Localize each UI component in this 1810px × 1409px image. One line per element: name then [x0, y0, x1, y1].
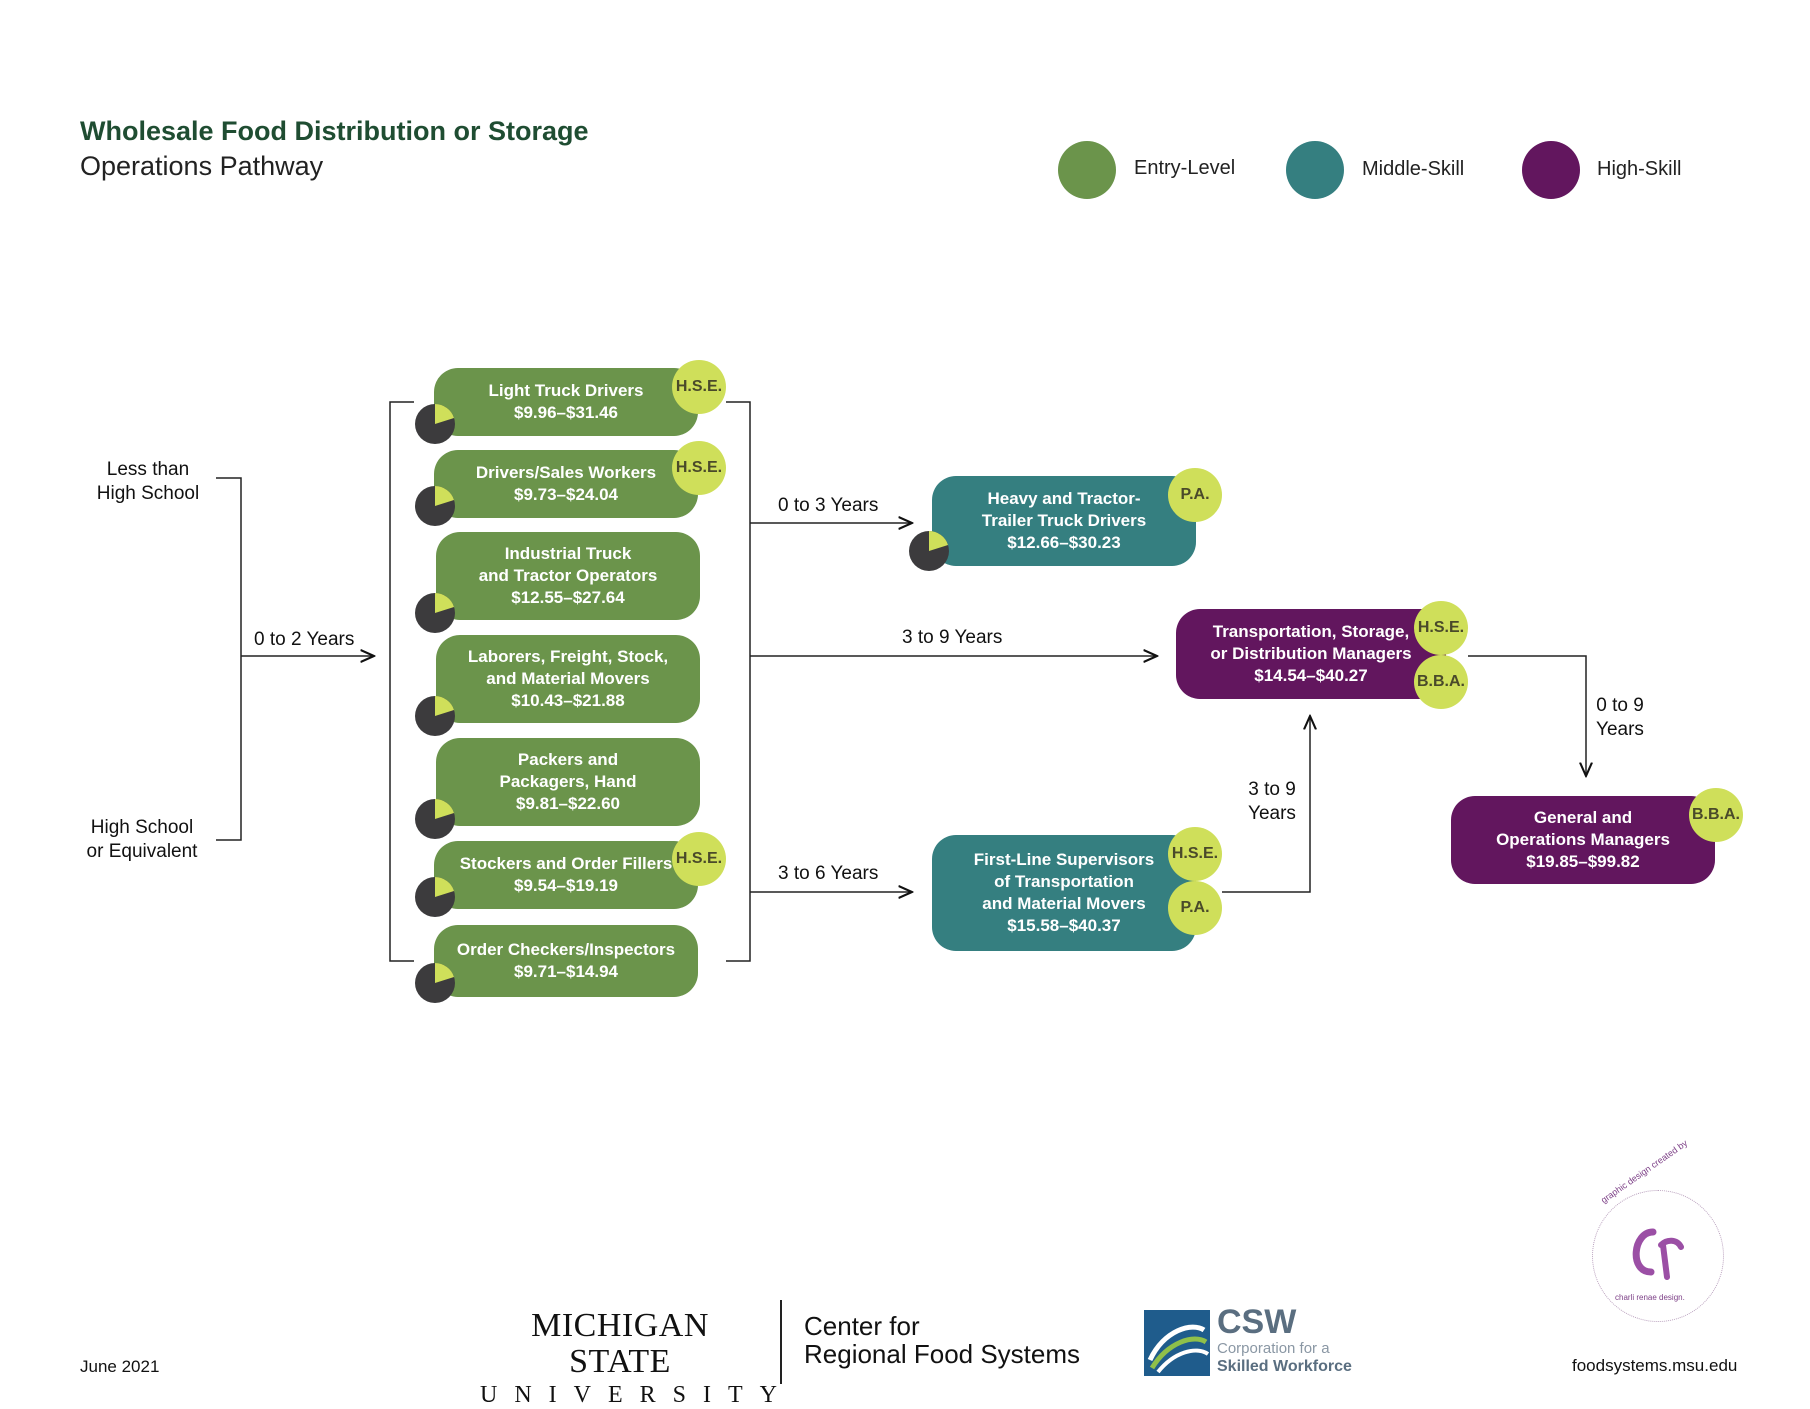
job-transportation-storage-managers: Transportation, Storage, or Distribution… — [1176, 609, 1446, 699]
job-title-line-2: Packagers, Hand — [499, 772, 637, 791]
education-less-than-high-school: Less than High School — [78, 458, 218, 506]
center-line-1: Center for — [804, 1311, 920, 1341]
job-title: Stockers and Order Fillers — [459, 854, 673, 873]
job-industrial-truck-operators: Industrial Truck and Tractor Operators $… — [436, 532, 700, 620]
badge-hse: H.S.E. — [1414, 601, 1468, 655]
legend-high-skill-dot — [1522, 141, 1580, 199]
center-line-2: Regional Food Systems — [804, 1339, 1081, 1369]
transition-t6-line-2: Years — [1596, 719, 1644, 740]
job-laborers-freight-stock: Laborers, Freight, Stock, and Material M… — [436, 635, 700, 723]
job-order-checkers-inspectors: Order Checkers/Inspectors $9.71–$14.94 — [434, 925, 698, 997]
job-wage: $19.85–$99.82 — [1526, 852, 1640, 871]
transition-0-to-2-years: 0 to 2 Years — [254, 629, 355, 650]
transition-0-to-9-years: 0 to 9 Years — [1580, 694, 1660, 742]
job-title-line-1: Heavy and Tractor- — [987, 489, 1141, 508]
transition-0-to-3-years: 0 to 3 Years — [778, 495, 879, 516]
job-title-line-1: Transportation, Storage, — [1212, 622, 1410, 641]
pie-icon — [415, 696, 455, 736]
job-title-line-1: General and — [1533, 808, 1633, 827]
education-high-school-line-1: High School — [90, 817, 194, 838]
footer-divider — [780, 1300, 782, 1384]
csw-short: CSW — [1217, 1303, 1297, 1341]
transition-t5-line-2: Years — [1248, 803, 1296, 824]
csw-line-1: Corporation for a — [1217, 1340, 1330, 1357]
job-wage: $10.43–$21.88 — [511, 691, 625, 710]
job-wage: $15.58–$40.37 — [1007, 916, 1121, 935]
education-less-than-line-1: Less than — [106, 459, 190, 480]
transition-3-to-9-years-supervisor: 3 to 9 Years — [1232, 778, 1312, 826]
badge-hse: H.S.E. — [672, 360, 726, 414]
badge-hse: H.S.E. — [672, 832, 726, 886]
job-title: Drivers/Sales Workers — [475, 463, 657, 482]
badge-bba: B.B.A. — [1414, 655, 1468, 709]
pie-icon — [415, 963, 455, 1003]
pie-icon — [415, 593, 455, 633]
badge-pa: P.A. — [1168, 468, 1222, 522]
csw-line-2: Skilled Workforce — [1217, 1358, 1352, 1375]
footer-date: June 2021 — [80, 1357, 160, 1376]
legend-middle-skill-dot — [1286, 141, 1344, 199]
footer-url: foodsystems.msu.edu — [1572, 1356, 1738, 1375]
job-wage: $12.66–$30.23 — [1007, 533, 1121, 552]
job-drivers-sales-workers: Drivers/Sales Workers $9.73–$24.04 — [434, 450, 698, 518]
pie-icon — [909, 531, 949, 571]
designer-credit-bottom: charli renae design. — [1615, 1293, 1685, 1302]
badge-hse: H.S.E. — [672, 441, 726, 495]
pie-icon — [415, 486, 455, 526]
job-title-line-1: First-Line Supervisors — [973, 850, 1155, 869]
education-less-than-line-2: High School — [96, 483, 200, 504]
job-title-line-1: Packers and — [517, 750, 619, 769]
legend-entry-level-dot — [1058, 141, 1116, 199]
job-wage: $9.73–$24.04 — [514, 485, 618, 504]
job-general-operations-managers: General and Operations Managers $19.85–$… — [1451, 796, 1715, 884]
cr-monogram-icon — [1632, 1228, 1684, 1280]
transition-t6-line-1: 0 to 9 — [1596, 695, 1644, 716]
pie-icon — [415, 799, 455, 839]
job-title-line-3: and Material Movers — [982, 894, 1146, 913]
job-title-line-2: of Transportation — [994, 872, 1134, 891]
job-packers-packagers: Packers and Packagers, Hand $9.81–$22.60 — [436, 738, 700, 826]
transition-3-to-6-years: 3 to 6 Years — [778, 863, 879, 884]
pie-icon — [415, 877, 455, 917]
job-light-truck-drivers: Light Truck Drivers $9.96–$31.46 — [434, 368, 698, 436]
job-title: Order Checkers/Inspectors — [456, 940, 676, 959]
msu-logo-line-1: MICHIGAN STATE — [531, 1307, 709, 1380]
job-wage: $9.54–$19.19 — [514, 876, 618, 895]
badge-pa: P.A. — [1168, 881, 1222, 935]
job-title-line-2: and Material Movers — [486, 669, 650, 688]
transition-3-to-9-years: 3 to 9 Years — [902, 627, 1003, 648]
job-title-line-1: Laborers, Freight, Stock, — [467, 647, 669, 666]
msu-logo: MICHIGAN STATE UNIVERSITY — [480, 1307, 777, 1409]
designer-seal: graphic design created by charli renae d… — [1592, 1138, 1724, 1322]
csw-logo-text: CSW Corporation for a Skilled Workforce — [1217, 1304, 1352, 1376]
job-stockers-order-fillers: Stockers and Order Fillers $9.54–$19.19 — [434, 841, 698, 909]
education-high-school-equivalent: High School or Equivalent — [72, 816, 212, 864]
job-heavy-tractor-trailer-drivers: Heavy and Tractor- Trailer Truck Drivers… — [932, 476, 1196, 566]
badge-hse: H.S.E. — [1168, 827, 1222, 881]
pie-icon — [415, 404, 455, 444]
job-title-line-2: Trailer Truck Drivers — [981, 511, 1147, 530]
job-title-line-2: Operations Managers — [1496, 830, 1670, 849]
job-wage: $12.55–$27.64 — [511, 588, 625, 607]
job-wage: $9.71–$14.94 — [514, 962, 618, 981]
job-title-line-2: and Tractor Operators — [478, 566, 658, 585]
center-for-regional-food-systems: Center for Regional Food Systems — [804, 1312, 1080, 1368]
transition-t5-line-1: 3 to 9 — [1248, 779, 1296, 800]
job-first-line-supervisors: First-Line Supervisors of Transportation… — [932, 835, 1196, 951]
job-title: Light Truck Drivers — [488, 381, 644, 400]
job-wage: $9.96–$31.46 — [514, 403, 618, 422]
job-wage: $14.54–$40.27 — [1254, 666, 1368, 685]
job-title-line-1: Industrial Truck — [504, 544, 632, 563]
badge-bba: B.B.A. — [1689, 788, 1743, 842]
page-title: Wholesale Food Distribution or Storage — [80, 116, 589, 146]
csw-logo-icon — [1144, 1310, 1210, 1376]
education-high-school-line-2: or Equivalent — [86, 841, 198, 862]
job-wage: $9.81–$22.60 — [516, 794, 620, 813]
job-title-line-2: or Distribution Managers — [1210, 644, 1412, 663]
legend-entry-level-label: Entry-Level — [1134, 157, 1236, 179]
page-subtitle: Operations Pathway — [80, 151, 324, 181]
legend-high-skill-label: High-Skill — [1597, 158, 1682, 180]
legend-middle-skill-label: Middle-Skill — [1362, 158, 1465, 180]
